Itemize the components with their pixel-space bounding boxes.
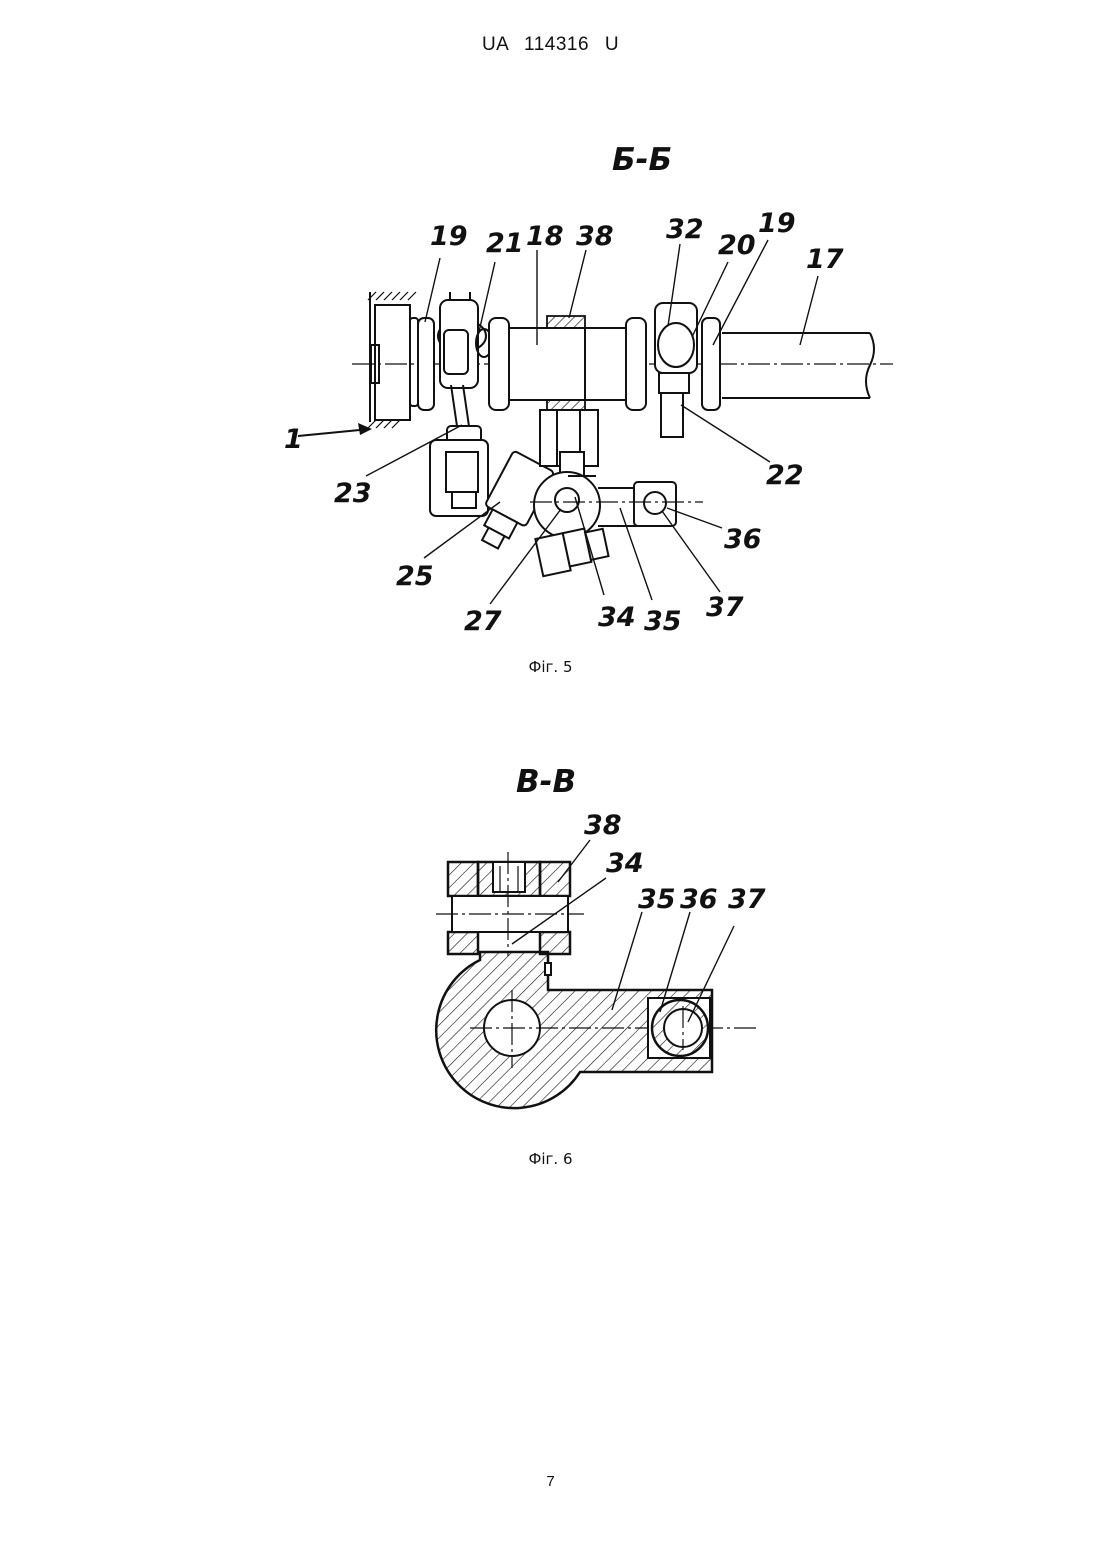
callout-18: 18 xyxy=(526,221,564,252)
callout-19-left: 19 xyxy=(430,221,468,252)
callout-38: 38 xyxy=(576,221,614,252)
callout-34-fig6: 34 xyxy=(606,848,644,879)
document-header: UA 114316 U xyxy=(0,34,1101,56)
callout-21: 21 xyxy=(486,228,524,259)
section-label-b: Б-Б xyxy=(612,142,672,178)
callout-23: 23 xyxy=(334,478,372,509)
callout-37: 37 xyxy=(706,592,744,623)
callout-35: 35 xyxy=(644,606,682,637)
callout-22: 22 xyxy=(766,460,804,491)
callout-1: 1 xyxy=(284,424,303,455)
callout-19-right: 19 xyxy=(758,208,796,239)
page-number: 7 xyxy=(0,1473,1101,1490)
callout-27: 27 xyxy=(464,606,502,637)
callout-37-fig6: 37 xyxy=(728,884,766,915)
callout-35-fig6: 35 xyxy=(638,884,676,915)
figure-6-caption: Фіг. 6 xyxy=(0,1150,1101,1168)
figure-5-drawing: Б-Б xyxy=(0,120,1101,780)
callout-36: 36 xyxy=(724,524,762,555)
figure-6-drawing: В-В 38 34 35 36 37 xyxy=(0,760,1101,1130)
callout-36-fig6: 36 xyxy=(680,884,718,915)
figure-5-caption: Фіг. 5 xyxy=(0,658,1101,676)
callout-20: 20 xyxy=(718,230,756,261)
callout-38-fig6: 38 xyxy=(584,810,622,841)
callout-34: 34 xyxy=(598,602,636,633)
callout-25: 25 xyxy=(396,561,434,592)
section-label-v: В-В xyxy=(516,764,576,800)
callout-17: 17 xyxy=(806,244,844,275)
callout-32: 32 xyxy=(666,214,704,245)
